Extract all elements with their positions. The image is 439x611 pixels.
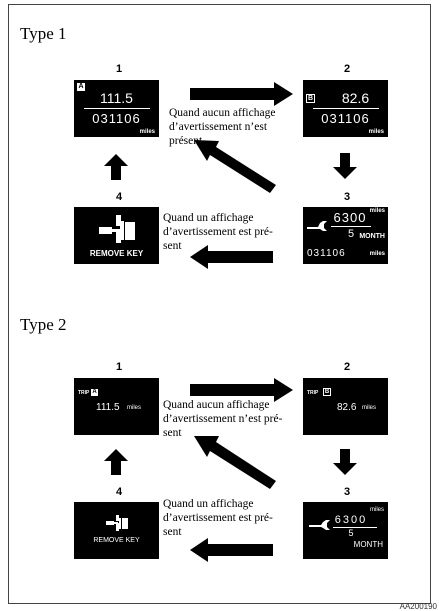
caption-line: Quand aucun affichage (169, 107, 276, 119)
caption-line: Quand un affichage (163, 498, 254, 510)
wrench-icon (309, 520, 330, 530)
type2-caption-warning: Quand un affichage d’avertissement est p… (163, 497, 273, 539)
type2-step-1-number: 1 (115, 361, 123, 373)
wrench-icon (307, 221, 327, 231)
arrow-right (190, 378, 293, 402)
type1-step-3-number: 3 (343, 191, 351, 203)
unit-label: miles (369, 208, 385, 214)
type1-display-4: REMOVE KEY (74, 207, 159, 264)
caption-line: d’avertissement est pré- (163, 512, 273, 524)
service-distance: 6300 (334, 514, 368, 526)
arrow-diagonal (194, 140, 276, 193)
type2-step-3-number: 3 (343, 486, 351, 498)
type1-step-2-number: 2 (343, 63, 351, 75)
caption-line: Quand aucun affichage (163, 399, 270, 411)
odometer-value: 031106 (307, 248, 346, 259)
type2-title: Type 2 (20, 315, 67, 334)
key-icon (106, 515, 128, 531)
type1-caption-no-warning: Quand aucun affichage d’avertissement n’… (169, 106, 275, 148)
type2-step-4-number: 4 (115, 486, 123, 498)
type2-step-2-number: 2 (343, 361, 351, 373)
caption-line: d’avertissement n’est (169, 121, 268, 133)
type2-display-2: TRIP B 82.6 miles (303, 378, 388, 435)
unit-label: miles (369, 251, 385, 257)
arrow-up (104, 154, 128, 180)
divider (84, 108, 150, 109)
type1-display-1: A 111.5 031106 miles (74, 80, 159, 137)
divider (313, 108, 379, 109)
type1-title: Type 1 (20, 24, 67, 43)
unit-label: miles (362, 405, 377, 411)
caption-line: sent (163, 526, 182, 538)
month-label: MONTH (359, 233, 385, 240)
caption-line: Quand un affichage (163, 212, 254, 224)
key-icon (99, 215, 135, 243)
type1-step-4-number: 4 (115, 191, 123, 203)
unit-label: miles (127, 405, 142, 411)
type2-display-4: REMOVE KEY (74, 502, 159, 559)
arrow-diagonal (194, 436, 276, 489)
caption-line: d’avertissement est pré- (163, 226, 273, 238)
type2-display-1: TRIP A 111.5 miles (74, 378, 159, 435)
trip-label: TRIP (307, 390, 319, 396)
type1-caption-warning: Quand un affichage d’avertissement est p… (163, 211, 273, 253)
arrow-left (190, 538, 273, 562)
divider (333, 527, 377, 528)
odometer-value: 031106 (321, 111, 370, 126)
caption-line: sent (163, 240, 182, 252)
unit-label: miles (139, 129, 155, 135)
caption-line: présent (169, 135, 203, 147)
remove-key-label: REMOVE KEY (93, 537, 140, 544)
trip-value: 82.6 (341, 90, 370, 106)
figure-frame (8, 4, 431, 604)
month-label: MONTH (353, 540, 383, 549)
trip-b-mark: B (323, 388, 331, 396)
caption-line: sent (163, 427, 182, 439)
type1-display-2: B 82.6 031106 miles (303, 80, 388, 137)
figure-code: AA200190 (399, 602, 437, 611)
arrow-left (190, 245, 273, 269)
arrow-up (104, 449, 128, 475)
type1-step-1-number: 1 (115, 63, 123, 75)
service-distance: 6300 (333, 210, 367, 225)
trip-label: TRIP (78, 390, 90, 396)
remove-key-label: REMOVE KEY (89, 249, 144, 258)
divider (331, 226, 371, 227)
trip-value: 111.5 (96, 402, 120, 413)
arrow-down (333, 153, 357, 179)
arrow-down (333, 449, 357, 475)
trip-b-mark: B (306, 94, 315, 103)
trip-a-mark: A (91, 389, 98, 396)
service-months: 5 (348, 528, 354, 538)
trip-value: 82.6 (337, 402, 357, 413)
type2-display-3: miles 6300 5 MONTH (303, 502, 388, 559)
odometer-value: 031106 (92, 111, 141, 126)
service-months: 5 (347, 228, 355, 240)
unit-label: miles (369, 507, 384, 513)
unit-label: miles (368, 129, 384, 135)
trip-value: 111.5 (100, 90, 133, 106)
type2-caption-no-warning: Quand aucun affichage d’avertissement n’… (163, 398, 282, 440)
trip-a-mark: A (77, 83, 85, 91)
type1-display-3: miles 6300 5 MONTH 031106 miles (303, 207, 388, 264)
caption-line: d’avertissement n’est pré- (163, 413, 283, 425)
arrow-right (190, 82, 293, 106)
